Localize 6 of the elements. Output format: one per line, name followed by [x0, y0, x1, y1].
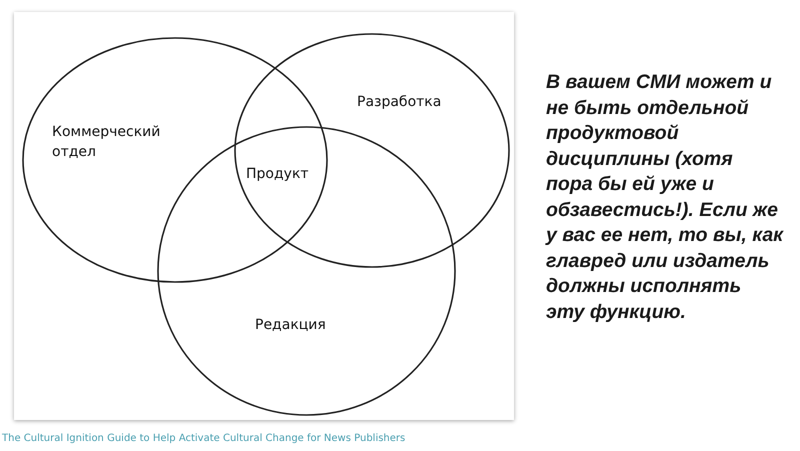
circle-label: Разработка — [357, 93, 442, 112]
circle-label: Коммерческий отдел — [52, 123, 162, 162]
intersection-label: Продукт — [246, 166, 309, 182]
source-caption: The Cultural Ignition Guide to Help Activate Cultural Change for News Publishers — [2, 433, 406, 444]
circle-label: Редакция — [255, 316, 327, 335]
explanation-paragraph: В вашем СМИ может и не быть отдельной продуктовой дисциплины (хотя пора бы ей уже и обзавестись!). Если же у вас ее нет, то вы, как главред или издатель должны исполнять эту функцию. — [546, 70, 784, 324]
